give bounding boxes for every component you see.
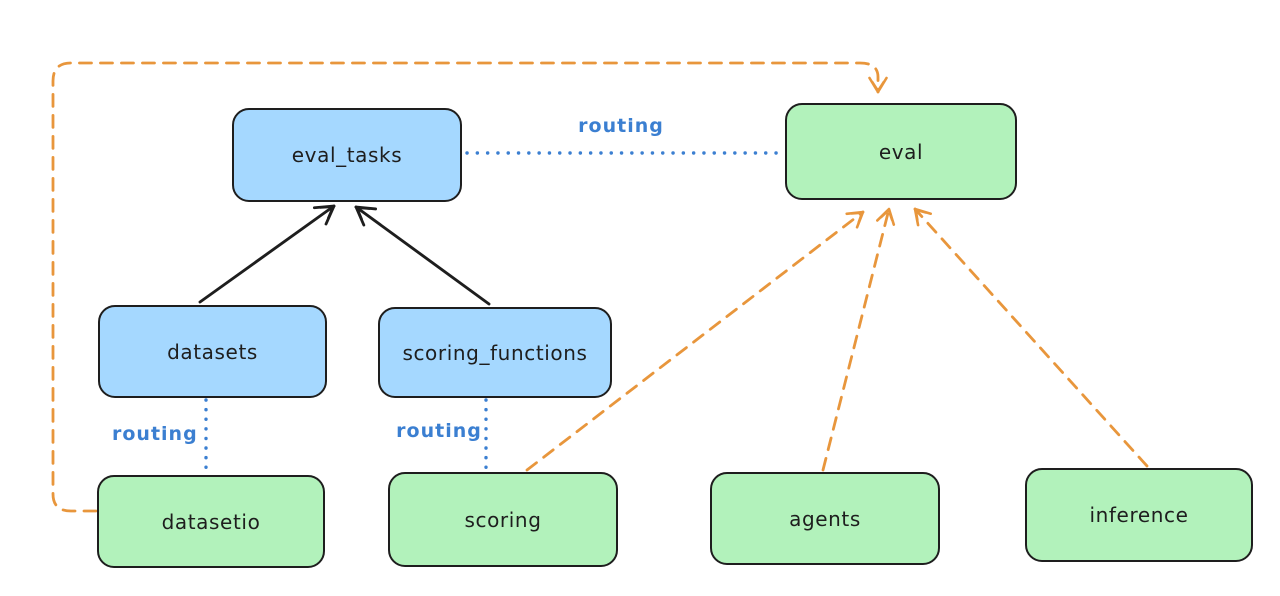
- routing-label-eval-tasks-eval: routing: [578, 115, 664, 137]
- node-inference: inference: [1025, 468, 1253, 562]
- node-datasets-label: datasets: [167, 339, 258, 364]
- edge-inference-to-eval: [913, 207, 1149, 468]
- node-scoring-functions: scoring_functions: [378, 307, 612, 398]
- node-eval-tasks-label: eval_tasks: [291, 143, 403, 167]
- node-eval: eval: [785, 103, 1017, 200]
- routing-label-datasets-datasetio: routing: [112, 423, 198, 445]
- node-agents-label: agents: [789, 506, 861, 531]
- node-eval-tasks: eval_tasks: [232, 108, 462, 202]
- node-agents: agents: [710, 472, 940, 565]
- edge-scoring-functions-to-eval-tasks: [354, 205, 491, 306]
- node-eval-label: eval: [878, 139, 924, 164]
- node-scoring: scoring: [388, 472, 618, 567]
- edge-agents-to-eval: [821, 207, 896, 472]
- node-scoring-functions-label: scoring_functions: [402, 340, 588, 365]
- edge-datasets-to-eval-tasks: [198, 204, 336, 304]
- node-datasetio: datasetio: [97, 475, 325, 568]
- routing-label-scoring-functions-scoring: routing: [396, 420, 482, 442]
- node-scoring-label: scoring: [464, 507, 542, 532]
- node-datasets: datasets: [98, 305, 327, 398]
- edge-scoring-to-eval: [525, 210, 865, 472]
- node-datasetio-label: datasetio: [161, 509, 261, 534]
- node-inference-label: inference: [1089, 503, 1189, 527]
